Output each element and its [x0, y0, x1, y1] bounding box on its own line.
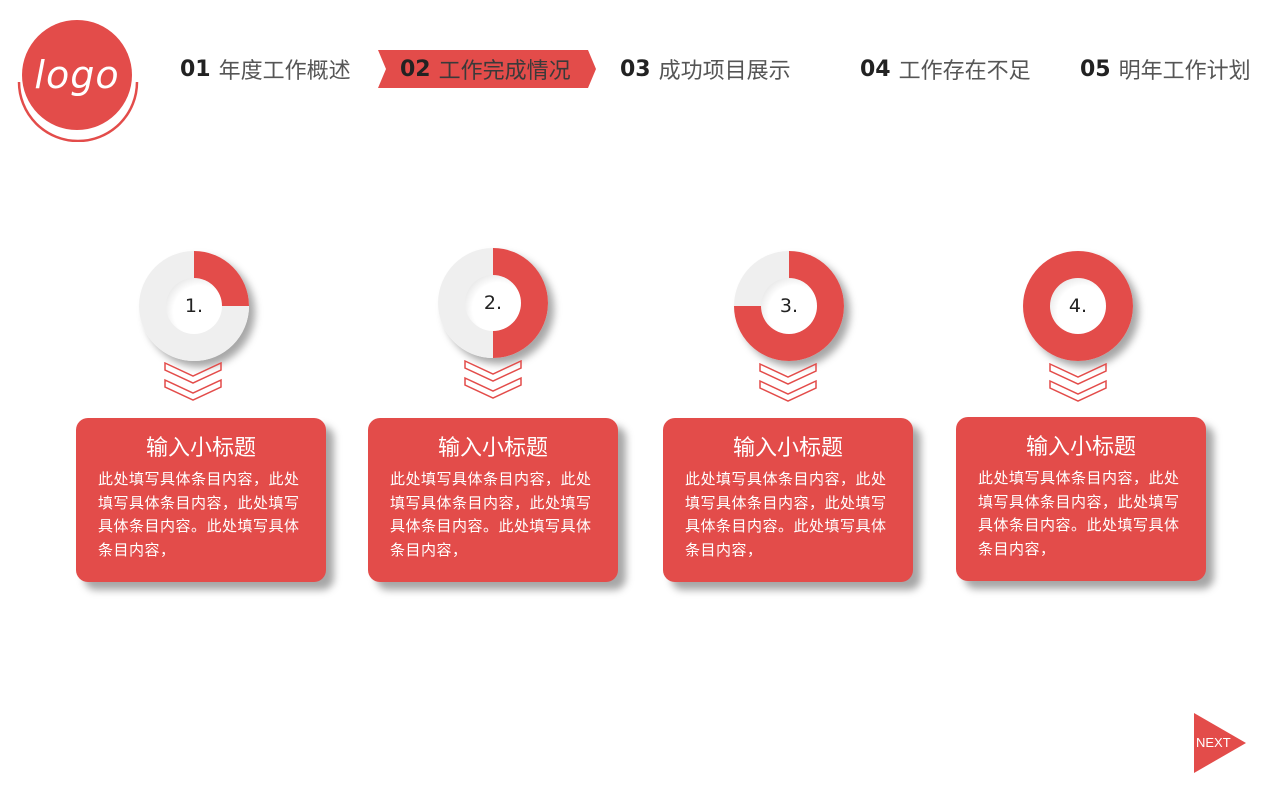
nav-item-number: 03 [620, 56, 651, 82]
nav-item-label: 工作完成情况 [438, 59, 571, 84]
chevron-down-icon [164, 362, 222, 401]
card-body: 此处填写具体条目内容，此处填写具体条目内容，此处填写具体条目内容。此处填写具体条… [390, 470, 592, 559]
chevron-down-icon [1049, 363, 1107, 402]
nav-item-01[interactable]: 01 年度工作概述 [180, 50, 351, 88]
step-card: 输入小标题 此处填写具体条目内容，此处填写具体条目内容，此处填写具体条目内容。此… [76, 418, 326, 582]
next-button[interactable] [1194, 713, 1246, 773]
nav-item-label: 工作存在不足 [898, 59, 1031, 84]
donut-number: 4. [1050, 278, 1106, 334]
next-button-label[interactable]: NEXT [1196, 735, 1231, 750]
donut-number: 1. [166, 278, 222, 334]
nav-item-number: 05 [1080, 56, 1111, 82]
chevron-down-icon [464, 360, 522, 399]
card-title: 输入小标题 [437, 436, 548, 461]
nav-item-label: 年度工作概述 [218, 59, 351, 84]
nav-item-label: 成功项目展示 [658, 59, 791, 84]
card-title: 输入小标题 [732, 436, 843, 461]
step-card: 输入小标题 此处填写具体条目内容，此处填写具体条目内容，此处填写具体条目内容。此… [956, 417, 1206, 581]
donut-number: 3. [761, 278, 817, 334]
logo: logo [16, 18, 140, 142]
card-title: 输入小标题 [1025, 435, 1136, 460]
card-body: 此处填写具体条目内容，此处填写具体条目内容，此处填写具体条目内容。此处填写具体条… [98, 470, 300, 559]
card-title: 输入小标题 [145, 436, 256, 461]
card-body: 此处填写具体条目内容，此处填写具体条目内容，此处填写具体条目内容。此处填写具体条… [685, 470, 887, 559]
step-card: 输入小标题 此处填写具体条目内容，此处填写具体条目内容，此处填写具体条目内容。此… [368, 418, 618, 582]
logo-text: logo [34, 53, 120, 97]
nav-item-02[interactable]: 02 工作完成情况 [400, 50, 571, 88]
nav-item-number: 04 [860, 56, 891, 82]
logo-badge: logo [22, 20, 132, 130]
nav-item-04[interactable]: 04 工作存在不足 [860, 50, 1031, 88]
logo-arc-decoration [17, 81, 139, 142]
nav-item-number: 02 [400, 56, 431, 82]
chevron-down-icon [759, 363, 817, 402]
progress-donut: 2. [438, 248, 548, 358]
progress-donut: 3. [734, 251, 844, 361]
nav-item-03[interactable]: 03 成功项目展示 [620, 50, 791, 88]
progress-donut: 1. [139, 251, 249, 361]
card-body: 此处填写具体条目内容，此处填写具体条目内容，此处填写具体条目内容。此处填写具体条… [978, 469, 1180, 558]
active-tab-ribbon [378, 50, 596, 88]
step-card: 输入小标题 此处填写具体条目内容，此处填写具体条目内容，此处填写具体条目内容。此… [663, 418, 913, 582]
donut-number: 2. [465, 275, 521, 331]
nav-item-number: 01 [180, 56, 211, 82]
section-nav: 01 年度工作概述 02 工作完成情况 03 成功项目展示 04 工作存在不足 … [0, 50, 1280, 88]
nav-item-05[interactable]: 05 明年工作计划 [1080, 50, 1251, 88]
nav-item-label: 明年工作计划 [1118, 59, 1251, 84]
progress-donut: 4. [1023, 251, 1133, 361]
